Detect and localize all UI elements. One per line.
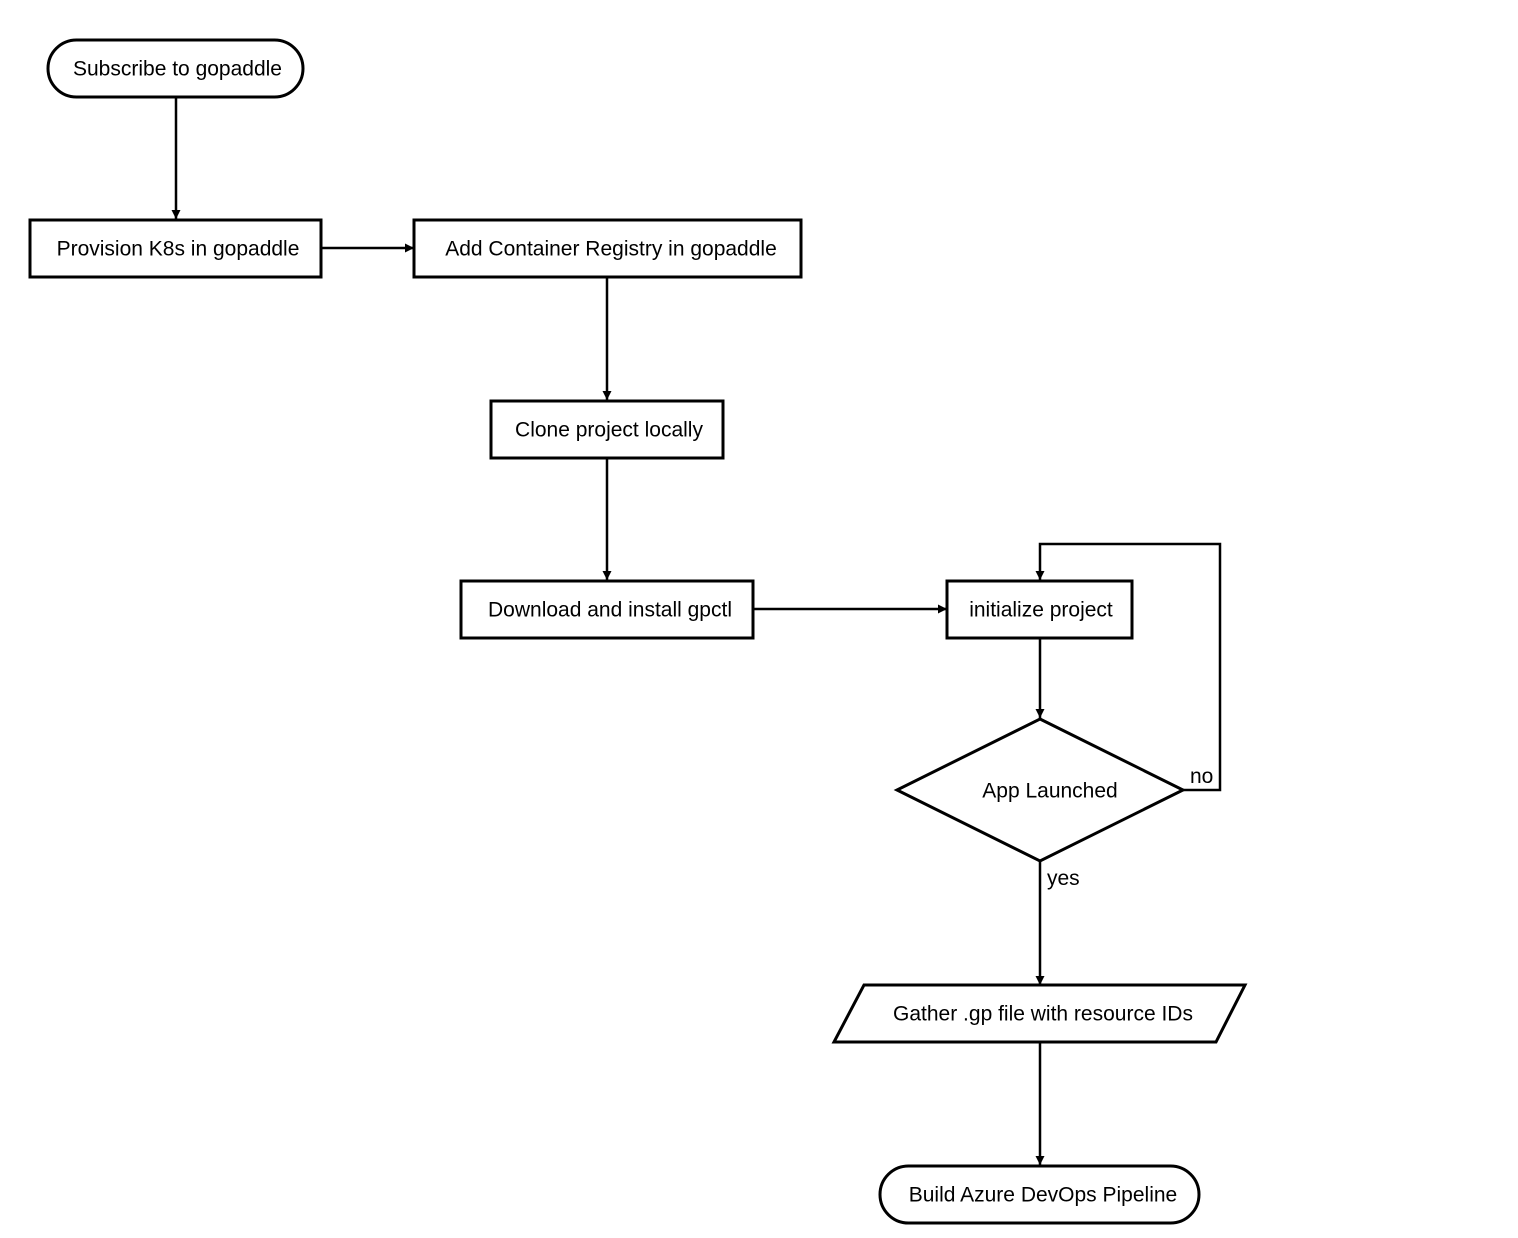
node-download: Download and install gpctl bbox=[459, 579, 755, 640]
node-launched: App Launched bbox=[893, 717, 1187, 863]
node-gather-label: Gather .gp file with resource IDs bbox=[893, 1003, 1193, 1026]
node-initialize-label: initialize project bbox=[969, 599, 1113, 622]
edge-launched-to-initialize-no bbox=[1035, 542, 1222, 792]
node-gather: Gather .gp file with resource IDs bbox=[831, 983, 1248, 1044]
node-clone: Clone project locally bbox=[489, 399, 725, 460]
node-clone-label: Clone project locally bbox=[515, 419, 703, 442]
node-build: Build Azure DevOps Pipeline bbox=[878, 1164, 1201, 1225]
node-subscribe: Subscribe to gopaddle bbox=[46, 38, 305, 99]
node-build-label: Build Azure DevOps Pipeline bbox=[909, 1184, 1177, 1207]
edge-label-no: no bbox=[1190, 765, 1213, 788]
node-provision-label: Provision K8s in gopaddle bbox=[57, 238, 300, 261]
edge-label-yes: yes bbox=[1047, 867, 1080, 890]
edges bbox=[171, 97, 1222, 1165]
node-registry-label: Add Container Registry in gopaddle bbox=[445, 238, 777, 261]
node-provision: Provision K8s in gopaddle bbox=[28, 218, 323, 279]
node-launched-label: App Launched bbox=[982, 780, 1117, 803]
node-initialize: initialize project bbox=[945, 579, 1134, 640]
node-subscribe-label: Subscribe to gopaddle bbox=[73, 58, 282, 81]
node-registry: Add Container Registry in gopaddle bbox=[412, 218, 803, 279]
node-download-label: Download and install gpctl bbox=[488, 599, 732, 622]
